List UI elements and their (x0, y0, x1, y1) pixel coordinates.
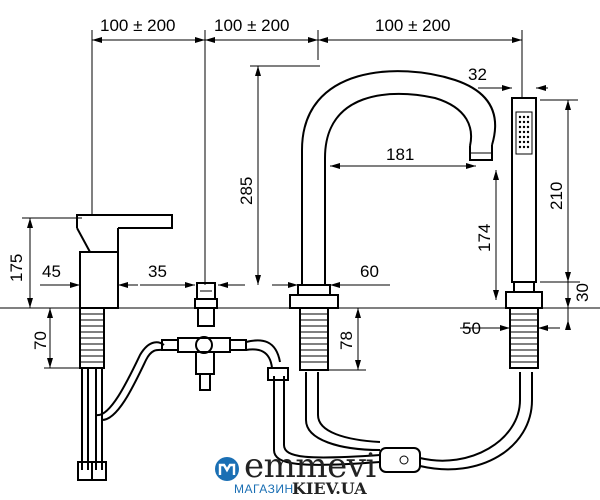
dim-30-line (565, 282, 571, 330)
dim-174-line (493, 170, 499, 300)
dim-30: 30 (573, 283, 592, 302)
brand-sub-left: МАГАЗИН (234, 482, 294, 496)
dim-45: 45 (42, 262, 61, 281)
dim-32: 32 (468, 65, 487, 84)
dim-70: 70 (31, 331, 50, 350)
spout-shank (299, 307, 329, 371)
diverter-knob (194, 282, 218, 309)
top-dimension-chain (91, 30, 523, 285)
dim-210-line (540, 99, 580, 283)
diverter-valve (161, 307, 247, 391)
mixer-shank (77, 307, 107, 481)
dim-285: 285 (237, 177, 256, 205)
brand-name: emmevi (244, 446, 376, 486)
dim-78-line (328, 308, 366, 371)
dim-174: 174 (475, 224, 494, 252)
dim-35: 35 (148, 262, 167, 281)
dim-60-line (272, 282, 390, 288)
dim-285-line (250, 65, 320, 285)
dim-top-3: 100 ± 200 (375, 16, 451, 35)
dim-45-line (40, 282, 138, 288)
dim-top-2: 100 ± 200 (214, 16, 290, 35)
dim-32-line (478, 85, 548, 91)
spout (289, 70, 497, 309)
hoses (95, 339, 533, 471)
dim-50: 50 (462, 319, 481, 338)
dim-181-line (330, 163, 476, 169)
dim-top-1: 100 ± 200 (100, 16, 176, 35)
dim-60: 60 (360, 262, 379, 281)
dim-210: 210 (547, 182, 566, 210)
brand-logo-icon (215, 457, 239, 481)
dim-50-line (460, 325, 560, 331)
dim-78: 78 (337, 331, 356, 350)
dim-35-line (140, 282, 245, 288)
shower-shank (509, 307, 539, 369)
hose-weight (379, 447, 421, 473)
dim-70-line (44, 308, 80, 369)
dim-175: 175 (7, 254, 26, 282)
brand-sub-right: KIEV.UA (292, 479, 367, 498)
dim-181: 181 (386, 145, 414, 164)
brand-watermark: emmevi МАГАЗИН KIEV.UA (214, 446, 384, 500)
dim-175-line (22, 217, 82, 308)
hand-shower (505, 97, 543, 309)
